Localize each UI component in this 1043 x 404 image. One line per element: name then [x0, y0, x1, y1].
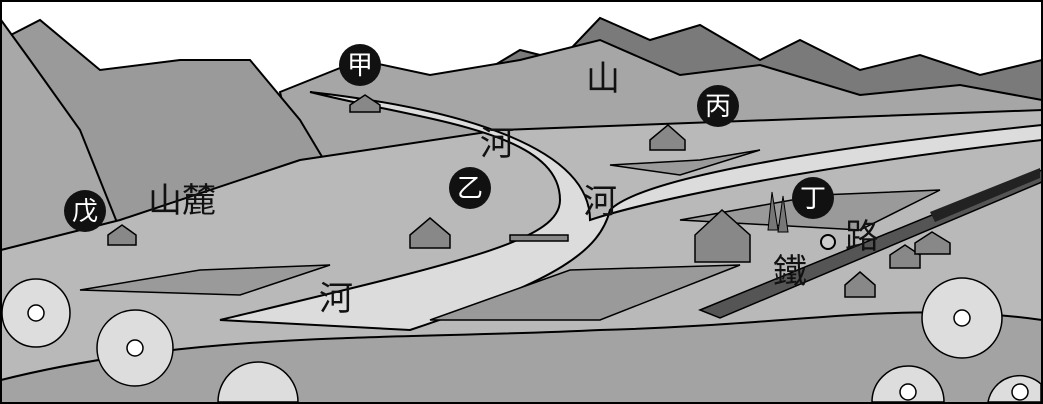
railway-label-1: 鐵 [773, 252, 807, 292]
railway-label-2: 路 [845, 217, 879, 257]
marker-ding: 丁 [792, 177, 834, 219]
marker-yi: 乙 [449, 167, 491, 209]
marker-bing: 丙 [697, 85, 739, 127]
marker-yi-label: 乙 [457, 174, 483, 204]
river-label: 河 [583, 182, 617, 222]
houses [107, 94, 951, 298]
piedmont-label: 山麓 [148, 181, 216, 221]
river-label: 河 [319, 279, 353, 319]
river-label: 河 [480, 124, 514, 164]
station-icon [820, 234, 836, 250]
marker-wu-label: 戊 [72, 197, 98, 227]
marker-wu: 戊 [64, 190, 106, 232]
marker-jia: 甲 [339, 44, 381, 86]
mountain-label: 山 [586, 59, 620, 99]
marker-jia-label: 甲 [347, 51, 373, 81]
flowers [1, 277, 1042, 403]
river [219, 91, 1043, 332]
marker-ding-label: 丁 [800, 184, 826, 214]
marker-bing-label: 丙 [705, 92, 731, 122]
